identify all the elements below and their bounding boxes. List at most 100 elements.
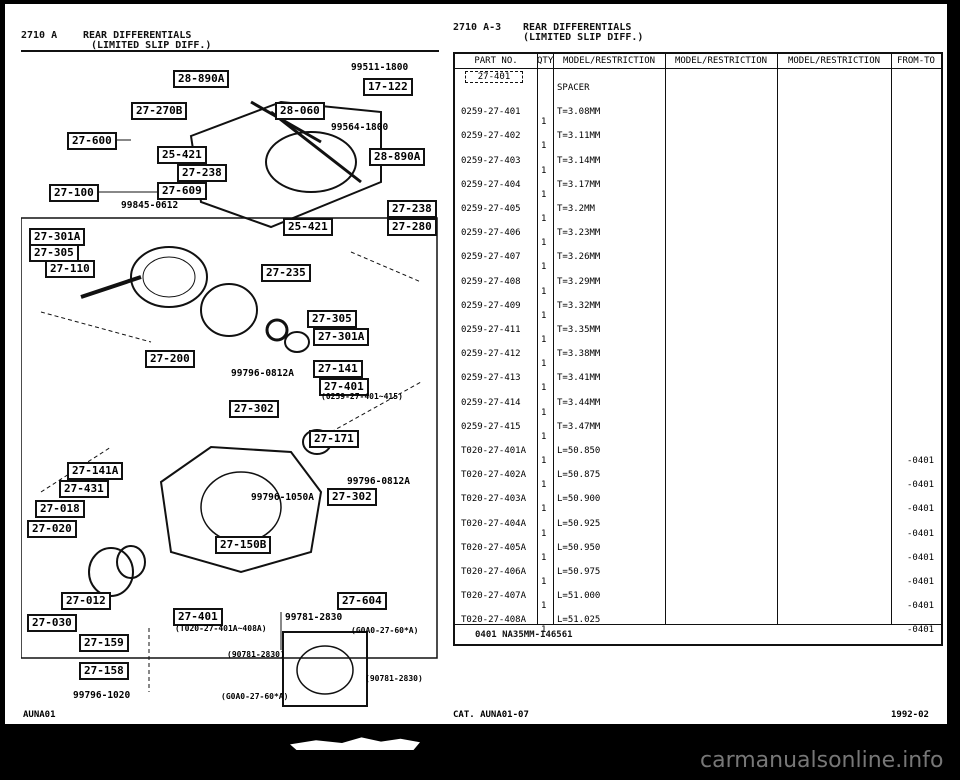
quantity: 1 [541,214,547,224]
part-number: 0259-27-414 [461,397,521,408]
ref-box[interactable]: 27-159 [79,634,129,652]
footer-left-code: AUNA01 [23,710,56,720]
part-number: T020-27-405A [461,542,527,553]
description: L=51.000 [557,591,601,602]
ref-box[interactable]: 27-235 [261,264,311,282]
part-number: 0259-27-415 [461,421,521,432]
left-section-code: 2710 A [21,30,58,41]
left-section-subtitle: (LIMITED SLIP DIFF.) [91,40,212,51]
ref-box[interactable]: 27-100 [49,184,99,202]
ref-box[interactable]: 27-012 [61,592,111,610]
from-to: -0401 [907,480,935,491]
description: T=3.11MM [557,131,601,142]
ref-box[interactable]: 27-305 [307,310,357,328]
header-rule [455,68,941,69]
ref-box[interactable]: 27-431 [59,480,109,498]
ref-box[interactable]: 27-020 [27,520,77,538]
ref-box[interactable]: 27-110 [45,260,95,278]
description: T=3.17MM [557,179,601,190]
ref-box[interactable]: 27-302 [229,400,279,418]
ref-box[interactable]: 27-280 [387,218,437,236]
quantity: 1 [541,552,547,563]
col-divider [537,54,538,624]
description: L=50.975 [557,567,601,577]
description: L=50.850 [557,446,601,456]
part-label: (0259-27-401~415) [321,392,403,401]
ref-box[interactable]: 25-421 [283,218,333,236]
ref-box[interactable]: 25-421 [157,146,207,164]
ref-box[interactable]: 27-018 [35,500,85,518]
ref-box[interactable]: 27-609 [157,182,207,200]
quantity: 1 [541,286,547,297]
from-to: -0401 [907,504,935,515]
from-to: -0401 [907,528,935,539]
ref-box[interactable]: 27-171 [309,430,359,448]
description: T=3.14MM [557,155,601,166]
ref-box[interactable]: 27-141A [67,462,124,480]
ref-box[interactable]: 27-401 [173,608,223,626]
ref-box[interactable]: 27-200 [145,350,195,368]
part-number: 0259-27-401 [461,107,521,118]
diagram-drawing [21,100,438,707]
part-number: 0259-27-403 [461,155,521,166]
quantity: 1 [541,407,547,418]
ref-box[interactable]: 27-604 [337,592,387,610]
ref-box[interactable]: 27-030 [27,614,77,632]
ref-box[interactable]: 27-150B [215,536,272,554]
part-label: 99796-0812A [231,368,294,379]
quantity: 1 [541,504,547,515]
left-header-rule [21,50,439,52]
ref-box[interactable]: 27-401 [319,378,369,396]
part-number: 0259-27-405 [461,204,521,214]
description: L=50.900 [557,494,601,505]
quantity: 1 [541,335,547,345]
description: T=3.38MM [557,349,601,360]
part-number: T020-27-407A [461,591,527,602]
ref-box[interactable]: 27-270B [131,102,188,120]
quantity: 1 [541,383,547,394]
ref-box[interactable]: 27-238 [177,164,227,182]
description: L=50.950 [557,542,601,553]
col-header-model-3: MODEL/RESTRICTION [787,56,881,66]
ref-box[interactable]: 17-122 [363,78,413,96]
quantity: 1 [541,625,547,636]
part-number: 0259-27-407 [461,252,521,263]
ref-box[interactable]: 27-302 [327,488,377,506]
part-number: T020-27-404A [461,518,527,529]
ref-box[interactable]: 27-158 [79,662,129,680]
col-divider [665,54,666,624]
ref-box[interactable]: 28-060 [275,102,325,120]
quantity: 1 [541,601,547,612]
ref-box[interactable]: 28-890A [173,70,230,88]
description: T=3.35MM [557,325,601,335]
description: T=3.29MM [557,276,601,287]
footer-catalog-code: CAT. AUNA01-07 [453,710,529,720]
part-label: (G0A0-27-60*A) [351,626,419,635]
part-label: (G0A0-27-60*A) [221,692,289,701]
ref-box[interactable]: 27-141 [313,360,363,378]
ref-box[interactable]: 27-301A [313,328,370,346]
table-note: 0401 NA35MM-146561 [475,630,573,640]
ref-box[interactable]: 27-600 [67,132,117,150]
ref-box[interactable]: 27-238 [387,200,437,218]
part-number: 0259-27-409 [461,300,521,311]
quantity: 1 [541,310,547,321]
ref-box[interactable]: 27-305 [29,244,79,262]
ref-box[interactable]: 27-301A [29,228,86,246]
part-number: 0259-27-406 [461,228,521,239]
parts-table: PART NO. QTY MODEL/RESTRICTION MODEL/RES… [453,52,943,646]
part-number: T020-27-406A [461,567,527,577]
catalog-page: 2710 A REAR DIFFERENTIALS (LIMITED SLIP … [5,4,947,724]
ref-box[interactable]: 28-890A [369,148,426,166]
quantity: 1 [541,262,547,273]
description: T=3.32MM [557,300,601,311]
quantity: 1 [541,359,547,370]
